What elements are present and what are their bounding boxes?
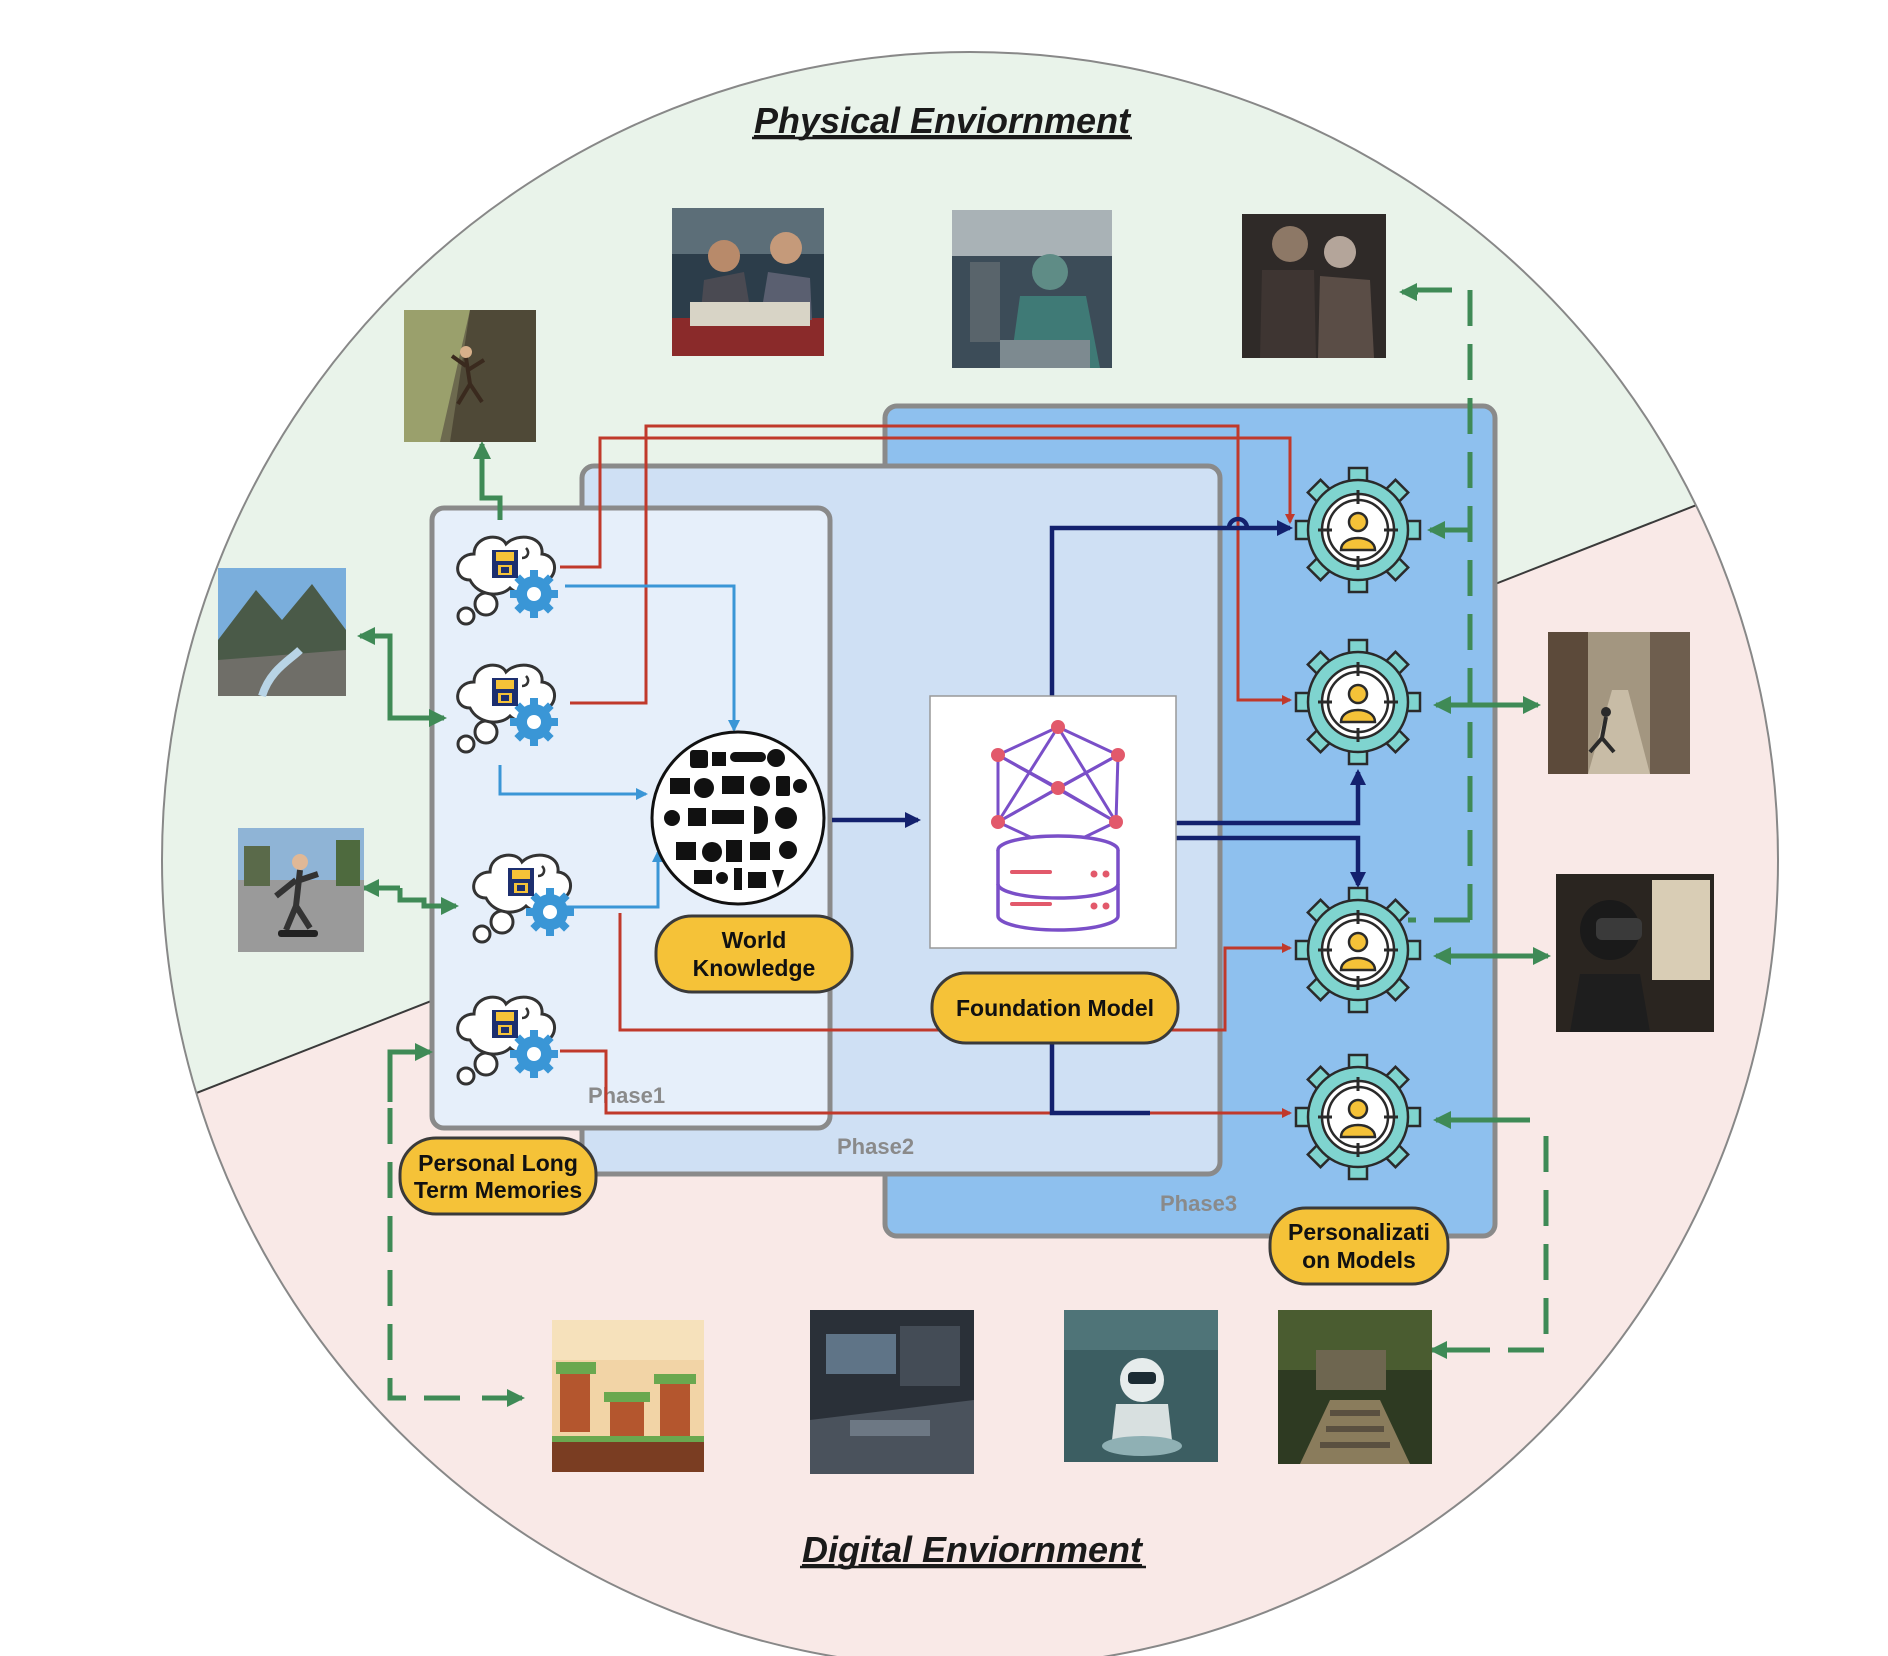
- red-arrow-memory1: [560, 436, 1295, 569]
- phase2-label: Phase2: [837, 1134, 914, 1159]
- svg-text:Knowledge: Knowledge: [693, 955, 816, 981]
- svg-text:Foundation Model: Foundation Model: [956, 995, 1154, 1021]
- svg-text:Personal Long: Personal Long: [418, 1150, 578, 1176]
- physical-environment-title: Physical Enviornment: [754, 100, 1132, 141]
- navy-arrow-foundation-to-pers1: [1049, 520, 1293, 696]
- personalization-icon-3: [1294, 886, 1422, 1014]
- green-arrow-to-memory4: [387, 1043, 433, 1102]
- green-arrow-memory1-climber: [473, 441, 503, 520]
- mountain-river-photo: [218, 568, 346, 698]
- red-arrow-memory3: [618, 913, 1292, 1032]
- svg-text:on Models: on Models: [1302, 1247, 1416, 1273]
- jungle-ruins-image: [1278, 1310, 1432, 1464]
- vr-headset-photo: [1556, 874, 1714, 1032]
- personalization-icon-4: [1294, 1053, 1422, 1181]
- navy-arrow-foundation-to-pers3: [1176, 835, 1366, 888]
- rock-climber-photo: [404, 310, 536, 442]
- svg-text:World: World: [722, 927, 787, 953]
- personal-memories-pill: Personal Long Term Memories: [398, 1136, 598, 1216]
- red-arrows: [560, 424, 1295, 1118]
- navy-arrow-foundation-to-pers2: [1176, 769, 1366, 826]
- ruined-city-photo: [1548, 632, 1690, 774]
- navy-line-foundation-to-pers4: [1049, 1043, 1150, 1116]
- blue-arrow-memory1-to-knowledge: [565, 584, 740, 732]
- phase1-label: Phase1: [588, 1083, 665, 1108]
- green-arrow-memory2-mountain: [357, 627, 393, 695]
- svg-text:Term Memories: Term Memories: [414, 1177, 582, 1203]
- red-arrow-memory2: [570, 424, 1292, 705]
- men-reading-newspaper-photo: [672, 208, 824, 356]
- digital-environment-title: Digital Enviornment: [802, 1529, 1144, 1570]
- light-blue-arrows: [498, 584, 740, 909]
- green-dashed-pers4-jungle: [1448, 1136, 1549, 1353]
- world-knowledge-pill: World Knowledge: [654, 914, 854, 994]
- foundation-model-icon: [929, 695, 1177, 949]
- blue-arrow-memory3-to-knowledge: [560, 850, 664, 909]
- personalization-icon-1: [1294, 466, 1422, 594]
- spaceship-interior-image: [810, 1310, 974, 1474]
- personalization-models-pill: Personalizati on Models: [1268, 1206, 1450, 1286]
- green-arrow-skater-memory3: [397, 888, 459, 915]
- line-hop: [1226, 516, 1250, 529]
- surgeon-photo: [952, 210, 1112, 368]
- green-dashed-couple-route: [1402, 287, 1473, 920]
- navy-arrows: [832, 520, 1366, 1116]
- robot-lab-image: [1064, 1310, 1218, 1462]
- elderly-couple-photo: [1242, 214, 1386, 358]
- svg-text:Personalizati: Personalizati: [1288, 1219, 1430, 1245]
- blue-arrow-memory2-to-knowledge: [498, 765, 648, 800]
- skateboarder-photo: [238, 828, 364, 952]
- pixel-platformer-game-image: [552, 1320, 704, 1472]
- personalization-icon-2: [1294, 638, 1422, 766]
- phase3-label: Phase3: [1160, 1191, 1237, 1216]
- green-arrows: [357, 283, 1551, 1407]
- green-dashed-memory4-game: [387, 1108, 468, 1401]
- green-arrow-mountain-memory2: [387, 695, 447, 727]
- red-arrow-memory4: [560, 1049, 1292, 1118]
- world-knowledge-icon: [650, 730, 826, 906]
- foundation-model-pill: Foundation Model: [930, 971, 1180, 1045]
- environment-circle-border: [161, 51, 1779, 1656]
